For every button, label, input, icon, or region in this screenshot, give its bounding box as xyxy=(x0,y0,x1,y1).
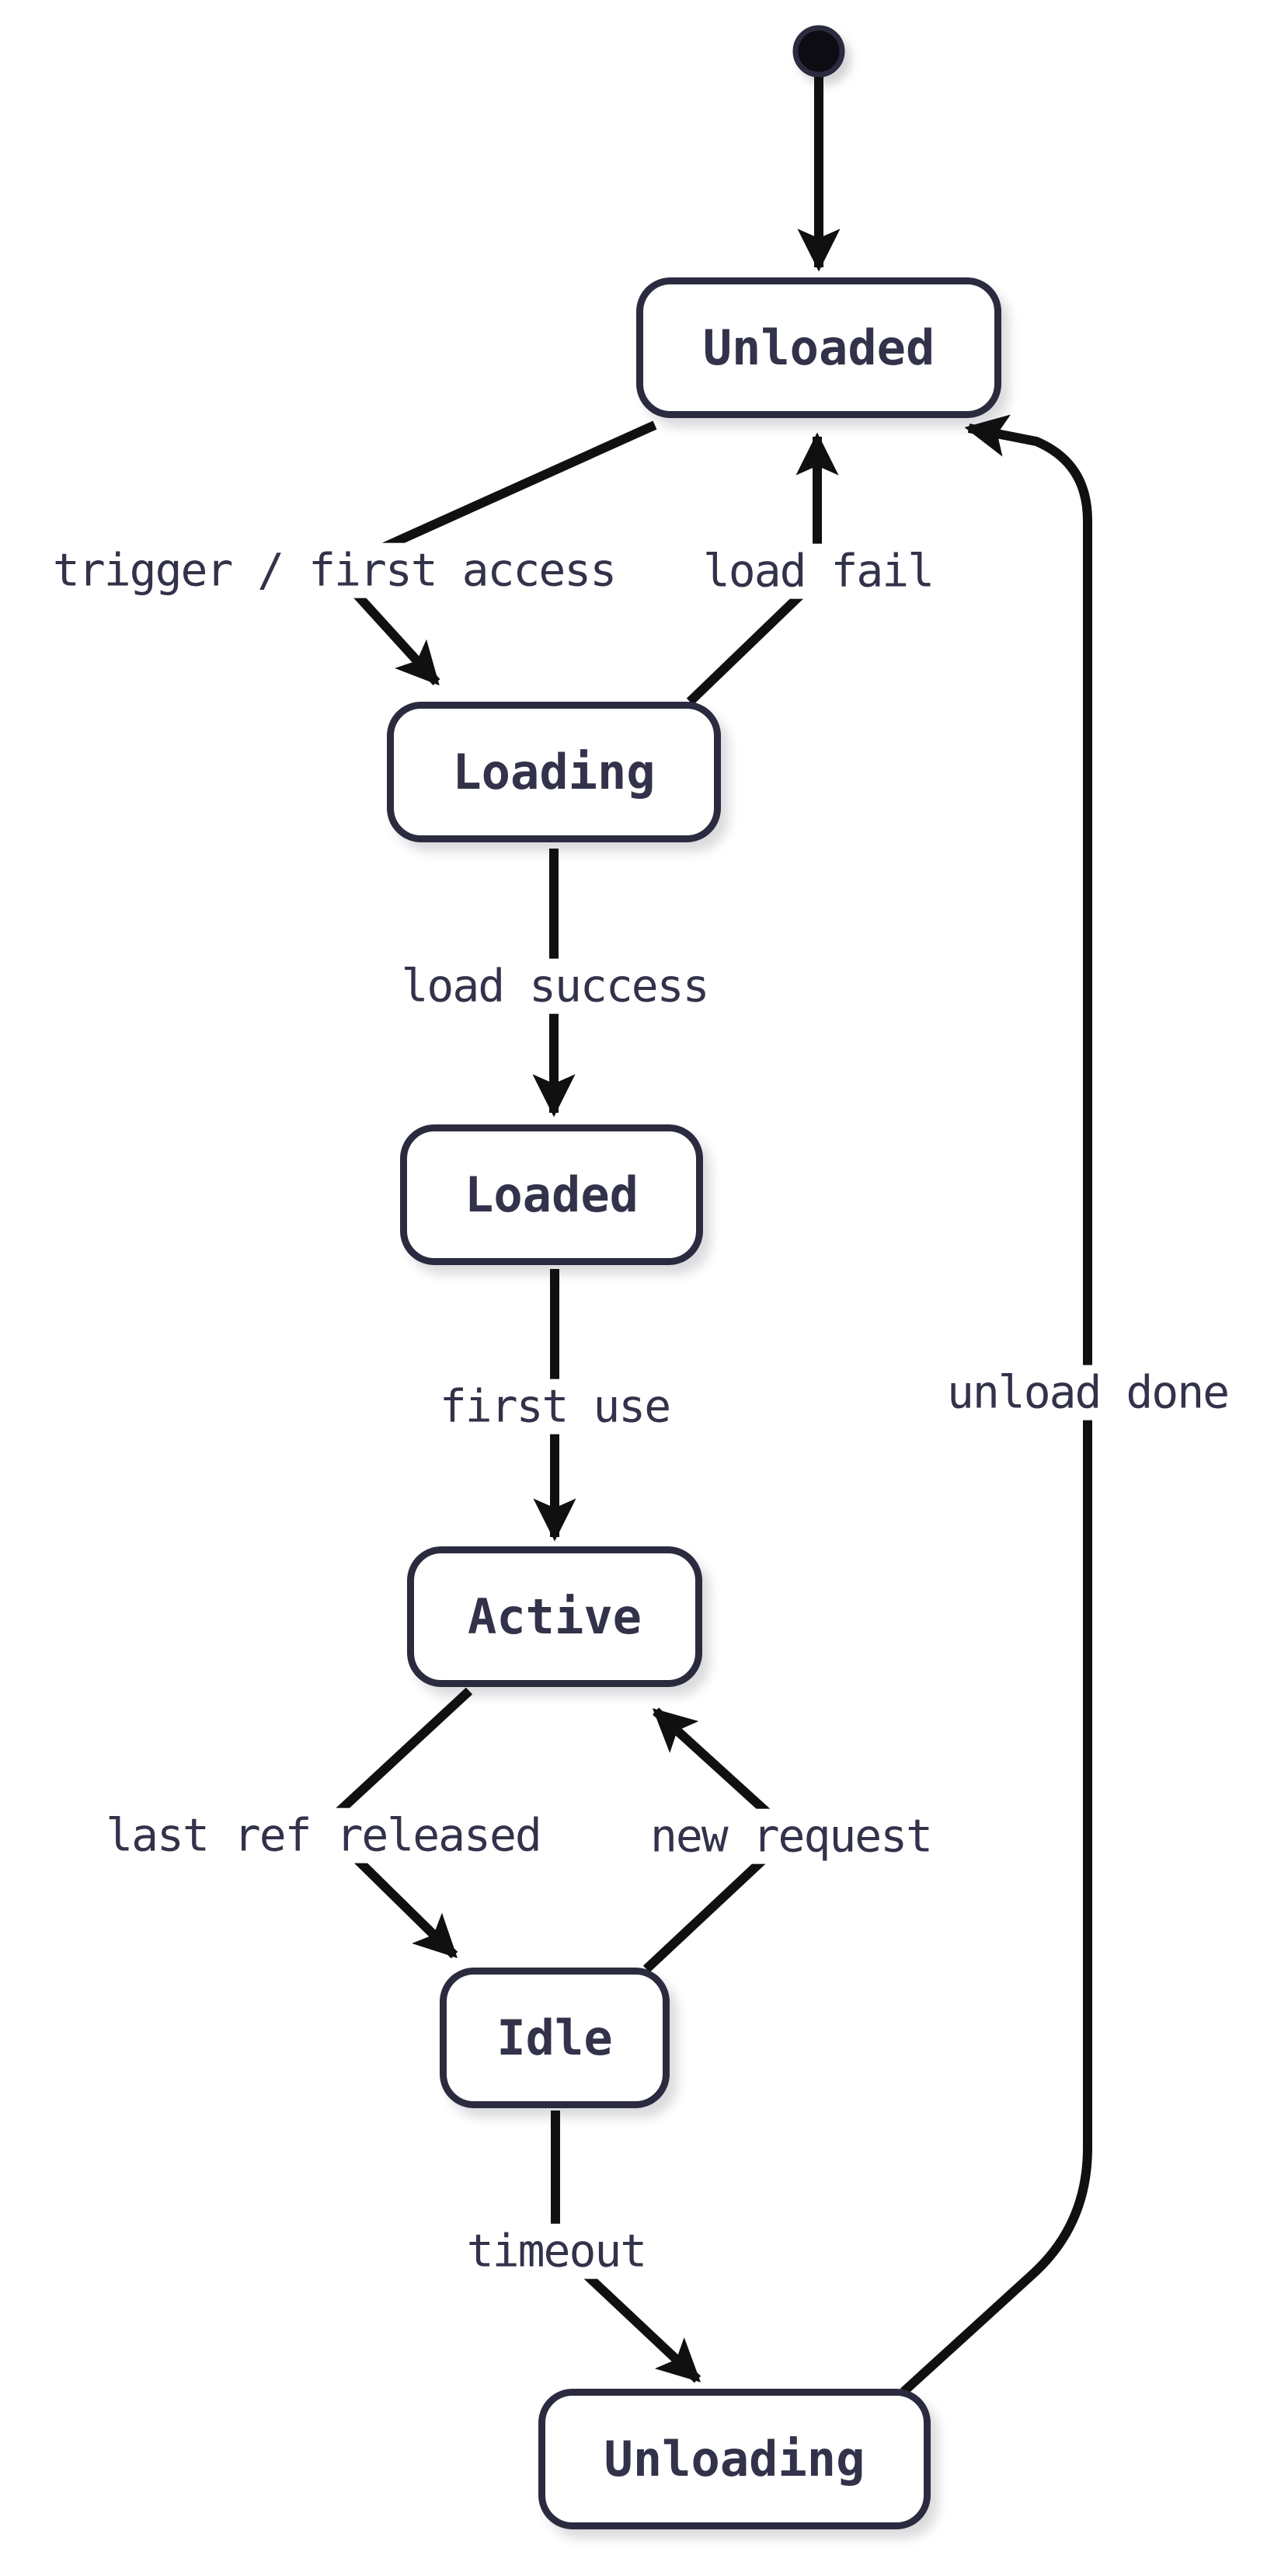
initial-state-dot xyxy=(792,25,845,78)
state-node-loading: Loading xyxy=(387,702,721,842)
edge-unloading-to-unloaded xyxy=(900,414,1092,2396)
transition-label-first-use: first use xyxy=(430,1379,680,1434)
state-node-active: Active xyxy=(407,1546,702,1687)
transition-label-last-ref-released: last ref released xyxy=(96,1807,550,1863)
state-label-loaded: Loaded xyxy=(465,1166,639,1223)
transition-label-load-success: load success xyxy=(392,958,718,1014)
state-node-loaded: Loaded xyxy=(400,1124,703,1265)
state-node-idle: Idle xyxy=(440,1968,670,2108)
state-node-unloading: Unloading xyxy=(538,2389,931,2529)
state-node-unloaded: Unloaded xyxy=(636,277,1001,418)
state-label-unloading: Unloading xyxy=(604,2431,865,2487)
state-label-idle: Idle xyxy=(496,2010,613,2066)
transition-label-unload-done: unload done xyxy=(937,1365,1238,1420)
state-label-active: Active xyxy=(468,1588,642,1645)
transition-label-trigger-first-access: trigger / first access xyxy=(43,542,625,598)
state-label-loading: Loading xyxy=(452,744,656,800)
transition-label-timeout: timeout xyxy=(457,2223,656,2279)
state-label-unloaded: Unloaded xyxy=(702,319,935,376)
transition-label-load-fail: load fail xyxy=(693,543,943,599)
transition-label-new-request: new request xyxy=(640,1808,942,1864)
